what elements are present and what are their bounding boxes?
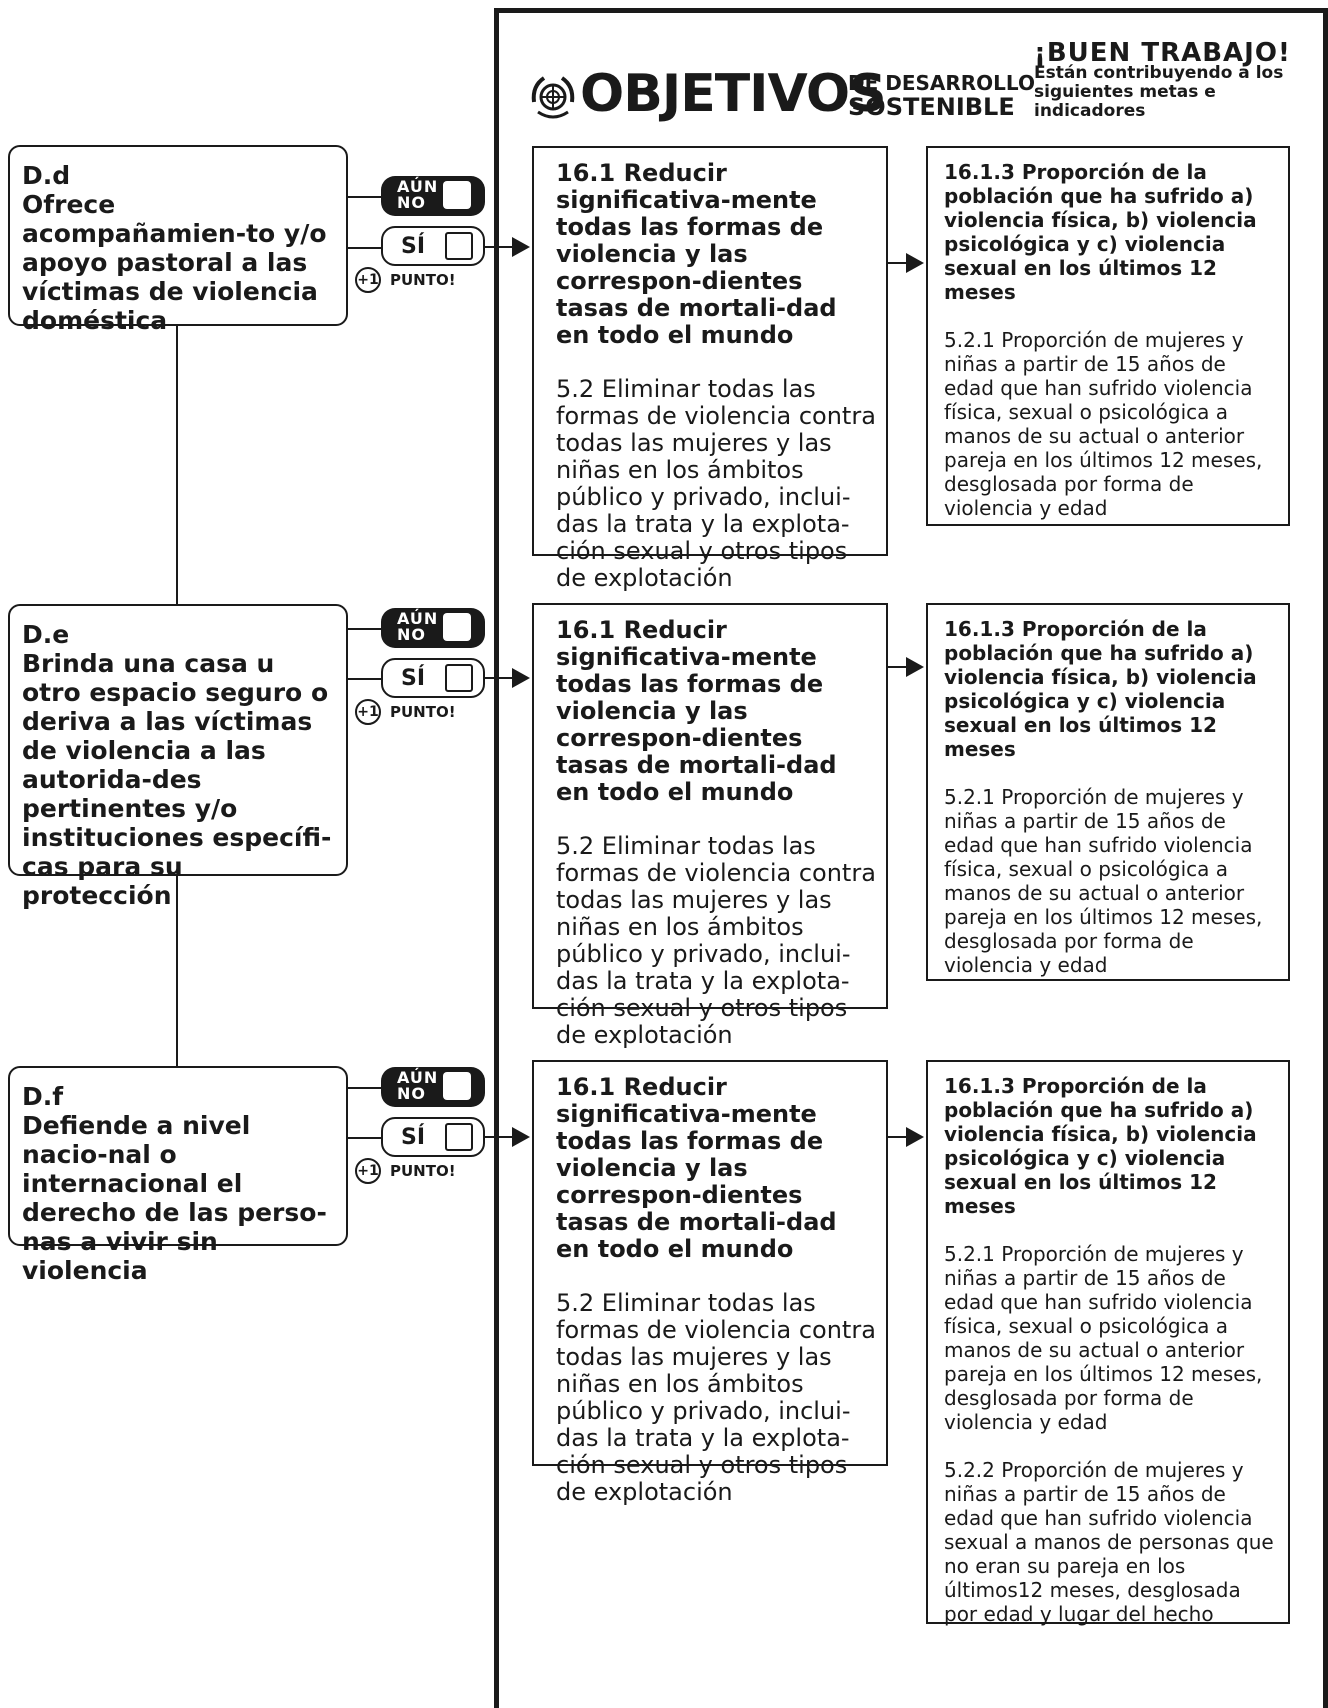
arrow-line (888, 1136, 908, 1138)
question-text: Ofrece acompañamien-to y/o apoyo pastora… (22, 190, 327, 335)
arrow-line (888, 262, 908, 264)
option-wire (348, 628, 382, 630)
option-wire (348, 1087, 382, 1089)
sdg-logo-subtitle-2: SOSTENIBLE (848, 93, 1015, 121)
plus-one-badge: +1 (355, 267, 381, 293)
option-not-yet-label: AÚN NO (397, 177, 439, 212)
congrats-text: Están contribuyendo a los siguientes met… (1034, 63, 1284, 121)
checkbox-not-yet[interactable] (443, 613, 471, 641)
option-yes-label: SÍ (401, 1125, 426, 1150)
arrow-line (485, 677, 515, 679)
arrow-line (485, 246, 515, 248)
option-yes-df[interactable]: SÍ (381, 1117, 485, 1157)
indicator-box-dd: 16.1.3 Proporción de la población que ha… (926, 146, 1290, 526)
question-box-df: D.f Defiende a nivel nacio-nal o interna… (8, 1066, 348, 1285)
plus-one-badge: +1 (355, 1158, 381, 1184)
sdg-frame (494, 8, 1328, 1708)
target-box-de: 16.1 Reducir significativa-mente todas l… (532, 603, 888, 1049)
indicator-5-2-2: 5.2.2 Proporción de mujeres y niñas a pa… (944, 1458, 1274, 1626)
target-5-2: 5.2 Eliminar todas las formas de violenc… (556, 1289, 876, 1506)
checkbox-not-yet[interactable] (443, 1072, 471, 1100)
indicator-16-1-3: 16.1.3 Proporción de la población que ha… (944, 1074, 1257, 1218)
option-not-yet-label: AÚN NO (397, 609, 439, 644)
indicator-5-2-1: 5.2.1 Proporción de mujeres y niñas a pa… (944, 785, 1263, 977)
option-wire (348, 678, 382, 680)
arrow-right-icon (512, 668, 530, 688)
point-label: PUNTO! (390, 271, 456, 289)
target-16-1: 16.1 Reducir significativa-mente todas l… (556, 159, 837, 349)
question-code: D.d (22, 161, 71, 190)
option-wire (348, 196, 382, 198)
question-text: Brinda una casa u otro espacio seguro o … (22, 649, 332, 910)
sdg-logo-subtitle-1: DE DESARROLLO (848, 71, 1035, 95)
arrow-right-icon (512, 1127, 530, 1147)
arrow-right-icon (906, 657, 924, 677)
indicator-box-df: 16.1.3 Proporción de la población que ha… (926, 1060, 1290, 1626)
option-yes-label: SÍ (401, 666, 426, 691)
checkbox-yes[interactable] (445, 664, 473, 692)
option-yes-dd[interactable]: SÍ (381, 226, 485, 266)
indicator-16-1-3: 16.1.3 Proporción de la población que ha… (944, 617, 1257, 761)
indicator-box-de: 16.1.3 Proporción de la población que ha… (926, 603, 1290, 981)
arrow-right-icon (906, 253, 924, 273)
question-box-de: D.e Brinda una casa u otro espacio segur… (8, 604, 348, 910)
sdg-logo-text: OBJETIVOS (580, 64, 887, 124)
indicator-5-2-1: 5.2.1 Proporción de mujeres y niñas a pa… (944, 1242, 1263, 1434)
question-code: D.e (22, 620, 70, 649)
arrow-right-icon (906, 1127, 924, 1147)
indicator-16-1-3: 16.1.3 Proporción de la población que ha… (944, 160, 1257, 304)
question-box-dd: D.d Ofrece acompañamien-to y/o apoyo pas… (8, 145, 348, 335)
option-yes-de[interactable]: SÍ (381, 658, 485, 698)
question-code: D.f (22, 1082, 64, 1111)
arrow-line (485, 1136, 515, 1138)
target-5-2: 5.2 Eliminar todas las formas de violenc… (556, 375, 876, 592)
flow-connector (176, 326, 178, 604)
target-box-dd: 16.1 Reducir significativa-mente todas l… (532, 146, 888, 592)
point-label: PUNTO! (390, 1162, 456, 1180)
option-wire (348, 247, 382, 249)
point-label: PUNTO! (390, 703, 456, 721)
plus-one-badge: +1 (355, 699, 381, 725)
option-yes-label: SÍ (401, 234, 426, 259)
target-box-df: 16.1 Reducir significativa-mente todas l… (532, 1060, 888, 1506)
congrats-title: ¡BUEN TRABAJO! (1034, 38, 1291, 68)
target-5-2: 5.2 Eliminar todas las formas de violenc… (556, 832, 876, 1049)
option-not-yet-dd[interactable]: AÚN NO (381, 176, 485, 216)
un-emblem-icon (531, 76, 575, 119)
arrow-line (888, 666, 908, 668)
question-text: Defiende a nivel nacio-nal o internacion… (22, 1111, 327, 1285)
checkbox-yes[interactable] (445, 1123, 473, 1151)
arrow-right-icon (512, 237, 530, 257)
checkbox-not-yet[interactable] (443, 181, 471, 209)
option-not-yet-label: AÚN NO (397, 1068, 439, 1103)
option-not-yet-df[interactable]: AÚN NO (381, 1067, 485, 1107)
checkbox-yes[interactable] (445, 232, 473, 260)
indicator-5-2-1: 5.2.1 Proporción de mujeres y niñas a pa… (944, 328, 1263, 520)
option-not-yet-de[interactable]: AÚN NO (381, 608, 485, 648)
target-16-1: 16.1 Reducir significativa-mente todas l… (556, 616, 837, 806)
option-wire (348, 1137, 382, 1139)
target-16-1: 16.1 Reducir significativa-mente todas l… (556, 1073, 837, 1263)
flow-connector (176, 876, 178, 1066)
